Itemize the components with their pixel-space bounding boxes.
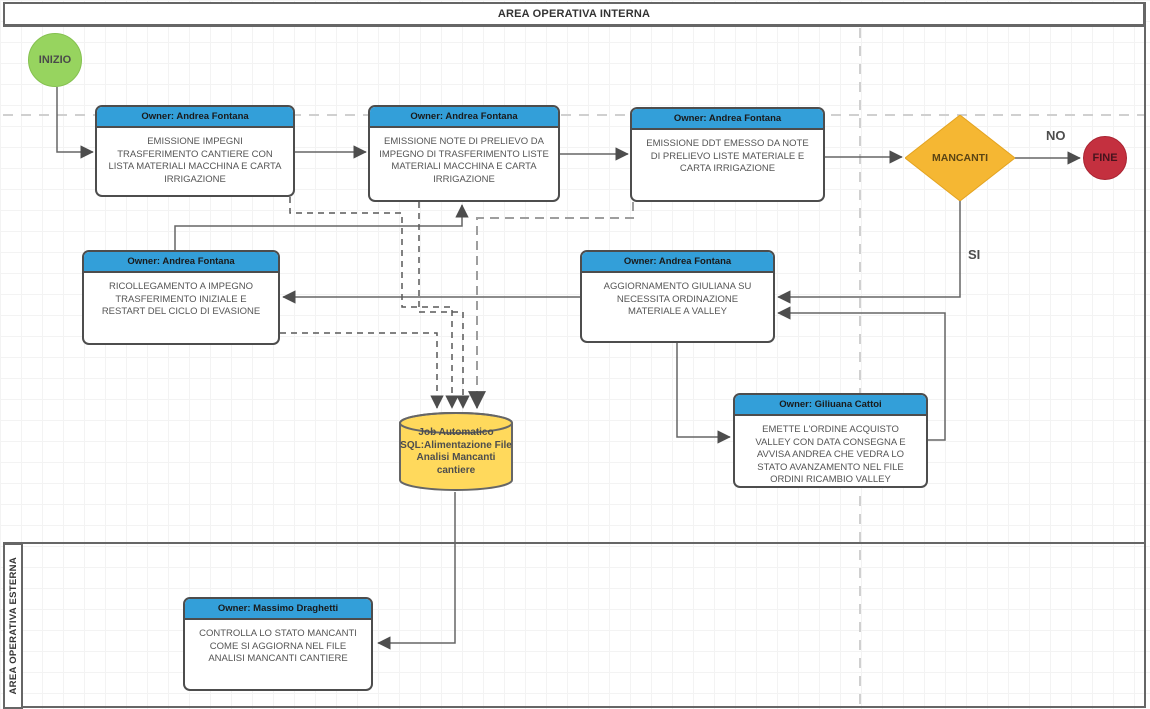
process-box-owner: Owner: Andrea Fontana [582, 252, 773, 273]
decision-mancanti[interactable]: MANCANTI [904, 114, 1016, 202]
pool-title: AREA OPERATIVA INTERNA [3, 2, 1145, 26]
edge-box1-to-datastore-dashed [289, 197, 459, 409]
end-node[interactable]: FINE [1083, 136, 1127, 180]
edge-box4-to-box2 [174, 204, 469, 250]
cylinder-shape-icon [399, 412, 513, 491]
process-box-text: EMISSIONE DDT EMESSO DA NOTE DI PRELIEVO… [646, 138, 809, 175]
process-box-owner: Owner: Andrea Fontana [97, 107, 293, 128]
pool-title-label: AREA OPERATIVA INTERNA [497, 8, 651, 20]
process-box-owner: Owner: Andrea Fontana [632, 109, 823, 130]
process-box-emissione-note-prelievo[interactable]: Owner: Andrea Fontana EMISSIONE NOTE DI … [368, 105, 560, 202]
process-box-owner: Owner: Andrea Fontana [370, 107, 558, 128]
lane-external-label-strip: AREA OPERATIVA ESTERNA [3, 543, 23, 709]
process-box-text: EMISSIONE NOTE DI PRELIEVO DA IMPEGNO DI… [379, 136, 549, 185]
start-node[interactable]: INIZIO [28, 33, 82, 87]
edge-box2-to-datastore-dashed [418, 202, 470, 409]
edge-box5-to-box6 [676, 343, 731, 444]
process-box-text: EMISSIONE IMPEGNI TRASFERIMENTO CANTIERE… [108, 136, 282, 185]
datastore-job-automatico[interactable]: Job Automatico SQL:Alimentazione File An… [397, 410, 515, 494]
process-box-owner: Owner: Andrea Fontana [84, 252, 278, 273]
process-box-text: AGGIORNAMENTO GIULIANA SU NECESSITA ORDI… [603, 281, 752, 318]
edge-label-si: SI [968, 247, 981, 262]
process-box-emette-ordine[interactable]: Owner: Giliuana Cattoi EMETTE L'ORDINE A… [733, 393, 928, 488]
edge-box6-to-box5 [777, 306, 946, 441]
process-box-ricollegamento[interactable]: Owner: Andrea Fontana RICOLLEGAMENTO A I… [82, 250, 280, 345]
edge-datastore-to-box7 [377, 492, 456, 650]
process-box-owner: Owner: Massimo Draghetti [185, 599, 371, 620]
process-box-text: RICOLLEGAMENTO A IMPEGNO TRASFERIMENTO I… [101, 281, 261, 318]
start-node-label: INIZIO [38, 54, 72, 66]
process-box-owner: Owner: Giliuana Cattoi [735, 395, 926, 416]
datastore-label: Job Automatico SQL:Alimentazione File An… [400, 427, 512, 476]
edge-box4-to-datastore-dashed [280, 332, 444, 409]
process-box-text: EMETTE L'ORDINE ACQUISTO VALLEY CON DATA… [755, 424, 906, 486]
end-node-label: FINE [1092, 152, 1118, 164]
process-box-text: CONTROLLA LO STATO MANCANTI COME SI AGGI… [199, 628, 357, 665]
edge-start-to-box1 [56, 87, 94, 159]
edge-decision-si-to-box5 [777, 201, 961, 304]
process-box-emissione-ddt[interactable]: Owner: Andrea Fontana EMISSIONE DDT EMES… [630, 107, 825, 202]
process-box-emissione-impegni[interactable]: Owner: Andrea Fontana EMISSIONE IMPEGNI … [95, 105, 295, 197]
edge-label-no: NO [1046, 128, 1066, 143]
lane-external-label: AREA OPERATIVA ESTERNA [7, 557, 19, 695]
process-box-aggiornamento-giuliana[interactable]: Owner: Andrea Fontana AGGIORNAMENTO GIUL… [580, 250, 775, 343]
process-box-controlla-stato[interactable]: Owner: Massimo Draghetti CONTROLLA LO ST… [183, 597, 373, 691]
edge-box3-to-datastore-dashed [468, 202, 634, 410]
decision-label: MANCANTI [932, 152, 988, 164]
